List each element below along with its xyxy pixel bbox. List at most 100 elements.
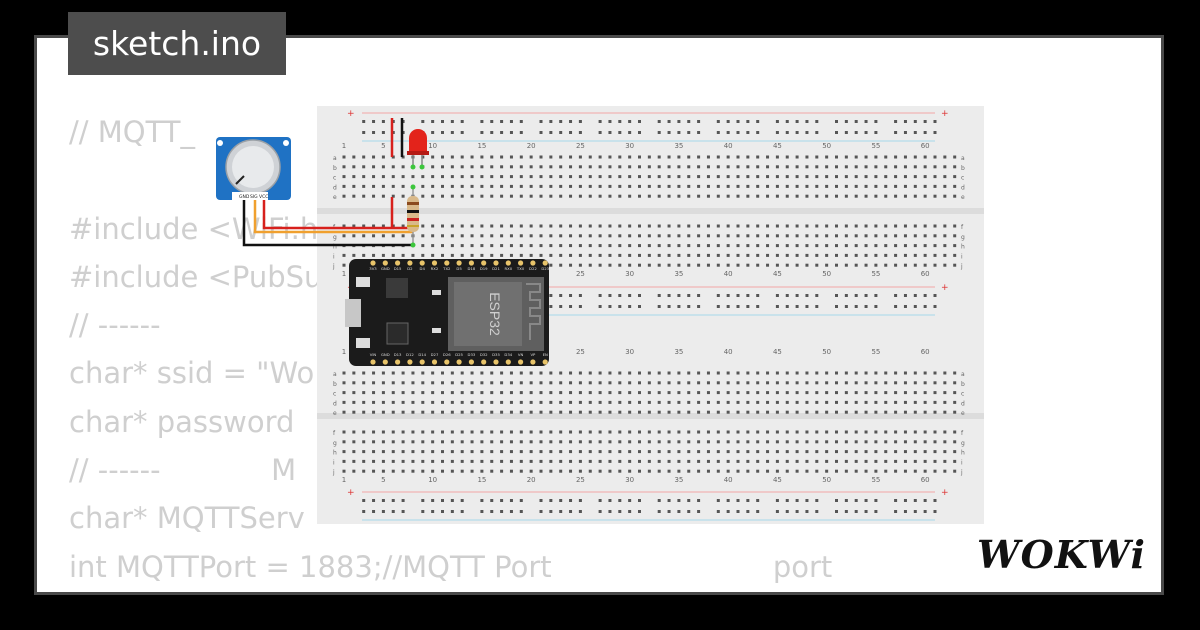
- hole: [657, 194, 661, 198]
- hole: [559, 194, 563, 198]
- esp32-pin[interactable]: [444, 260, 450, 266]
- esp32-pin[interactable]: [530, 359, 536, 365]
- hole: [913, 263, 917, 267]
- hole: [864, 381, 868, 385]
- esp32-module: [454, 282, 522, 346]
- hole: [697, 253, 701, 257]
- row-label: d: [961, 400, 965, 407]
- hole: [706, 224, 710, 228]
- esp32-pin[interactable]: [395, 359, 401, 365]
- esp32-pin[interactable]: [493, 359, 499, 365]
- esp32-pin[interactable]: [468, 359, 474, 365]
- esp32-pin-label: D14: [418, 352, 426, 357]
- hole: [726, 459, 730, 463]
- hole: [677, 165, 681, 169]
- esp32-pin[interactable]: [407, 359, 413, 365]
- button-en[interactable]: [356, 338, 370, 348]
- hole: [618, 155, 622, 159]
- hole: [490, 234, 494, 238]
- hole: [835, 400, 838, 404]
- hole: [913, 155, 917, 159]
- esp32-pin[interactable]: [382, 359, 388, 365]
- hole: [559, 253, 563, 257]
- esp32-pin[interactable]: [481, 260, 487, 266]
- hole: [342, 410, 346, 414]
- esp32-pin[interactable]: [431, 359, 438, 365]
- esp32-pin[interactable]: [505, 359, 511, 365]
- esp32-pin[interactable]: [505, 260, 511, 266]
- hole: [608, 391, 612, 395]
- rail-hole: [608, 510, 612, 513]
- esp32-pin[interactable]: [419, 359, 425, 365]
- potentiometer[interactable]: GND SIG VCC: [216, 137, 291, 200]
- esp32-pin[interactable]: [518, 260, 524, 266]
- resistor[interactable]: [407, 184, 419, 248]
- rail-hole: [362, 510, 366, 513]
- hole: [864, 263, 868, 267]
- hole: [618, 263, 622, 267]
- esp32-pin[interactable]: [518, 359, 524, 365]
- hole: [529, 224, 533, 228]
- hole: [539, 410, 543, 414]
- hole: [480, 184, 484, 188]
- rail-hole: [460, 120, 464, 123]
- hole: [884, 184, 888, 188]
- hole: [539, 440, 543, 444]
- hole: [608, 371, 612, 375]
- hole: [795, 430, 799, 434]
- esp32-pin[interactable]: [456, 260, 462, 266]
- esp32-pin[interactable]: [395, 260, 401, 266]
- hole: [480, 175, 484, 179]
- hole: [628, 430, 632, 434]
- hole: [362, 469, 366, 473]
- hole: [657, 175, 661, 179]
- hole: [519, 165, 523, 169]
- hole: [785, 184, 789, 188]
- hole: [362, 224, 366, 228]
- rail-hole: [716, 120, 720, 123]
- rail-hole: [874, 131, 878, 134]
- hole: [864, 253, 868, 257]
- hole: [785, 244, 789, 248]
- esp32-pin-label: RX0: [504, 266, 512, 271]
- hole: [805, 244, 809, 248]
- hole: [844, 244, 848, 248]
- esp32-pin[interactable]: [419, 260, 425, 266]
- hole: [874, 430, 878, 434]
- rail-hole: [775, 120, 779, 123]
- esp32-pin[interactable]: [370, 359, 376, 365]
- hole: [687, 459, 691, 463]
- hole: [657, 381, 661, 385]
- hole: [352, 155, 356, 159]
- esp32-pin[interactable]: [468, 260, 474, 266]
- hole: [638, 391, 641, 395]
- rail-hole: [874, 120, 878, 123]
- led[interactable]: [407, 129, 429, 170]
- esp32-pin[interactable]: [530, 260, 536, 266]
- hole: [667, 400, 671, 404]
- hole: [933, 224, 937, 228]
- esp32-pin[interactable]: [444, 359, 450, 365]
- esp32-pin[interactable]: [382, 260, 388, 266]
- hole: [874, 469, 878, 473]
- file-tab[interactable]: sketch.ino: [68, 12, 286, 75]
- button-boot[interactable]: [356, 277, 370, 287]
- hole: [825, 410, 829, 414]
- esp32-pin[interactable]: [481, 359, 487, 365]
- hole: [923, 263, 927, 267]
- hole: [894, 234, 898, 238]
- hole: [805, 459, 809, 463]
- esp32-pin[interactable]: [407, 260, 413, 266]
- pot-pin-sig-label: SIG: [250, 194, 258, 200]
- hole: [667, 430, 671, 434]
- esp32-pin[interactable]: [542, 359, 548, 365]
- esp32-pin[interactable]: [431, 260, 438, 266]
- hole: [716, 244, 720, 248]
- hole: [864, 224, 868, 228]
- hole: [815, 391, 819, 395]
- esp32-pin[interactable]: [493, 260, 499, 266]
- esp32-pin[interactable]: [542, 260, 548, 266]
- esp32-pin[interactable]: [456, 359, 462, 365]
- esp32-pin[interactable]: [370, 260, 376, 266]
